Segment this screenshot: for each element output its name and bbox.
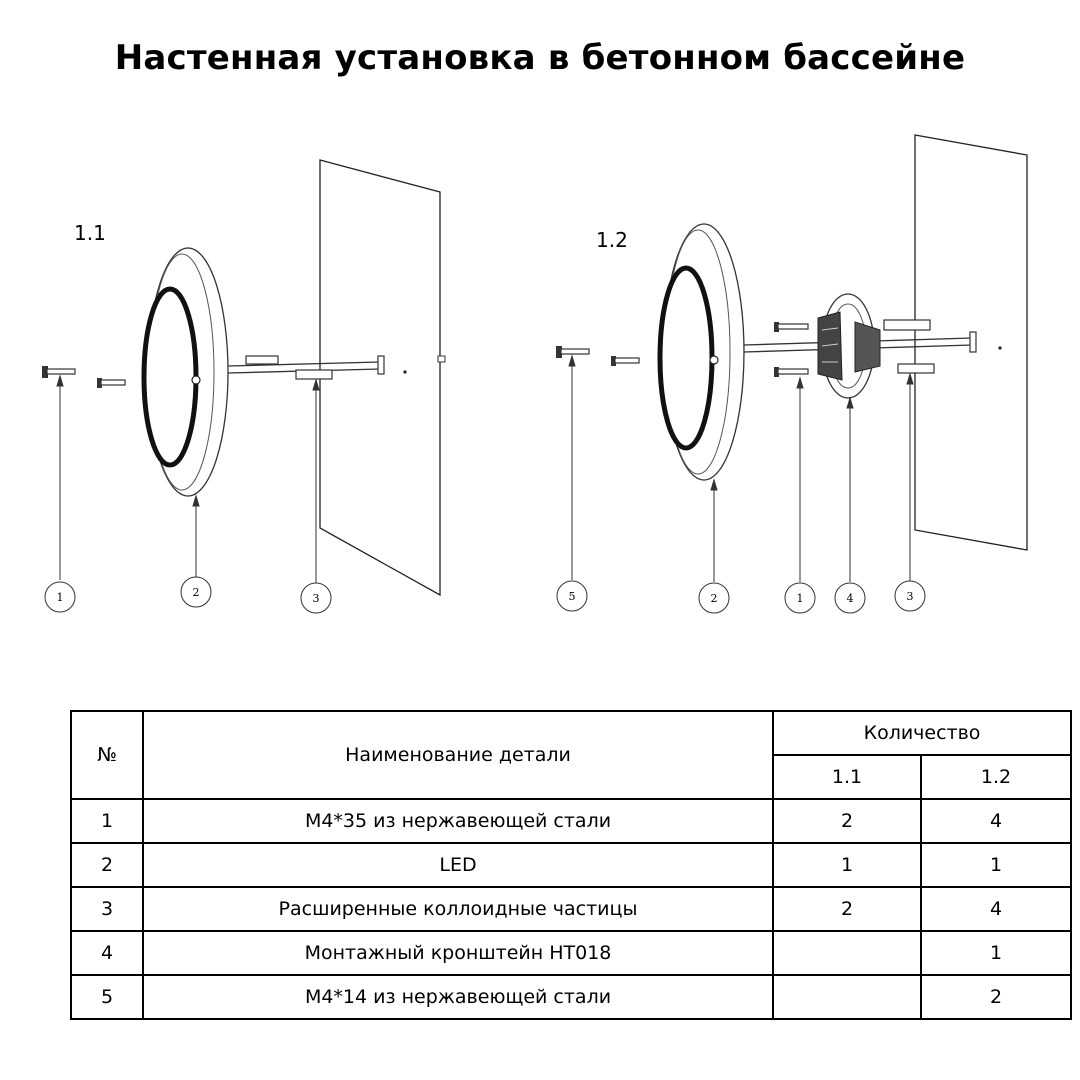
row-q2: 2: [919, 974, 1073, 1020]
figure-1-2: 1.2: [556, 134, 1028, 614]
row-num: 3: [70, 886, 144, 932]
header-quantity: Количество: [771, 710, 1073, 756]
row-q2: 1: [919, 842, 1073, 888]
wall-pin: [437, 355, 446, 363]
row-q1: [772, 974, 922, 1020]
svg-text:3: 3: [907, 590, 914, 603]
table-row: 2 LED 1 1: [70, 842, 1073, 888]
page-title: Настенная установка в бетонном бассейне: [114, 38, 966, 78]
svg-text:2: 2: [711, 592, 718, 605]
callout-3: 3: [300, 582, 332, 614]
anchor-top: [245, 355, 279, 365]
wall-hole: [403, 370, 407, 374]
row-q2: 1: [919, 930, 1073, 976]
header-num: №: [70, 710, 144, 800]
svg-text:5: 5: [569, 590, 576, 603]
bolt-icon: [97, 378, 126, 388]
callout-3: 3: [894, 580, 926, 612]
table-row: 1 M4*35 из нержавеющей стали 2 4: [70, 798, 1073, 844]
row-name: Монтажный кронштейн HT018: [142, 930, 774, 976]
installation-diagram: 1.1: [42, 134, 1028, 614]
row-name: M4*35 из нержавеющей стали: [142, 798, 774, 844]
screw-icon: [42, 366, 76, 378]
bolt-icon: [611, 356, 640, 366]
row-q1: 2: [772, 886, 922, 932]
wall-hole: [998, 346, 1002, 350]
row-num: 1: [70, 798, 144, 844]
callout-1: 1: [44, 581, 76, 613]
row-num: 2: [70, 842, 144, 888]
row-name: M4*14 из нержавеющей стали: [142, 974, 774, 1020]
parts-table: № Наименование детали Количество 1.1 1.2…: [70, 710, 1073, 1020]
callout-2: 2: [180, 576, 212, 608]
row-name: LED: [142, 842, 774, 888]
figure-label: 1.2: [596, 228, 628, 252]
row-num: 4: [70, 930, 144, 976]
callout-2: 2: [698, 582, 730, 614]
row-q2: 4: [919, 886, 1073, 932]
row-name: Расширенные коллоидные частицы: [142, 886, 774, 932]
svg-text:2: 2: [193, 586, 200, 599]
bracket-screw-bottom: [774, 367, 809, 377]
callout-5: 5: [556, 580, 588, 612]
header-q2: 1.2: [919, 754, 1073, 800]
anchor-bottom: [897, 363, 935, 374]
row-q1: 1: [772, 842, 922, 888]
callout-1: 1: [784, 582, 816, 614]
svg-text:1: 1: [797, 592, 804, 605]
callout-4: 4: [834, 582, 866, 614]
svg-text:3: 3: [313, 592, 320, 605]
header-q1: 1.1: [772, 754, 922, 800]
svg-text:4: 4: [847, 592, 854, 605]
figure-label: 1.1: [74, 221, 106, 245]
row-q2: 4: [919, 798, 1073, 844]
row-num: 5: [70, 974, 144, 1020]
mounting-bracket: [817, 293, 881, 399]
row-q1: 2: [772, 798, 922, 844]
wall-panel: [319, 159, 441, 597]
figure-1-1: 1.1: [42, 159, 446, 614]
header-name: Наименование детали: [142, 710, 774, 800]
anchor-top: [883, 319, 931, 331]
screw-icon: [556, 346, 590, 358]
table-row: 3 Расширенные коллоидные частицы 2 4: [70, 886, 1073, 932]
led-lamp: [141, 247, 229, 497]
mount-rod: [227, 361, 381, 367]
led-lamp: [657, 223, 745, 481]
table-row: 4 Монтажный кронштейн HT018 1: [70, 930, 1073, 976]
anchor-bottom: [295, 369, 333, 380]
bracket-screw-top: [774, 322, 809, 332]
row-q1: [772, 930, 922, 976]
table-row: 5 M4*14 из нержавеющей стали 2: [70, 974, 1073, 1020]
svg-text:1: 1: [57, 591, 64, 604]
